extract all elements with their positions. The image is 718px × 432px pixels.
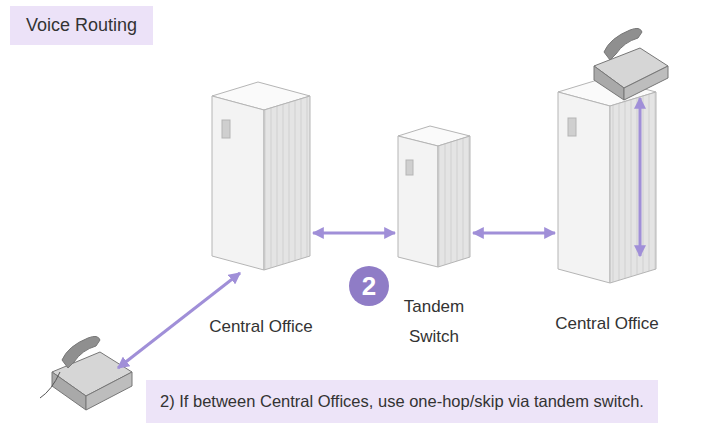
phone-line xyxy=(639,98,642,256)
telephone xyxy=(594,28,668,100)
switch-node: Tandem Switch xyxy=(398,126,470,267)
switch-node: Central Office xyxy=(212,82,310,270)
switch-cabinet xyxy=(398,126,470,267)
switch-cabinet xyxy=(212,82,310,270)
switch-label: Central Office xyxy=(209,312,313,342)
callout-number: 2 xyxy=(349,266,389,306)
switch-node: Central Office xyxy=(558,78,656,283)
trunk-connector xyxy=(313,232,395,235)
trunk-connector xyxy=(473,232,555,235)
diagram-title: Voice Routing xyxy=(10,6,153,45)
switch-label: Tandem Switch xyxy=(394,292,474,352)
switch-cabinet xyxy=(558,78,656,283)
caption-band: 2) If between Central Offices, use one-h… xyxy=(146,380,658,423)
telephone xyxy=(40,336,132,410)
switch-label: Central Office xyxy=(555,309,659,339)
